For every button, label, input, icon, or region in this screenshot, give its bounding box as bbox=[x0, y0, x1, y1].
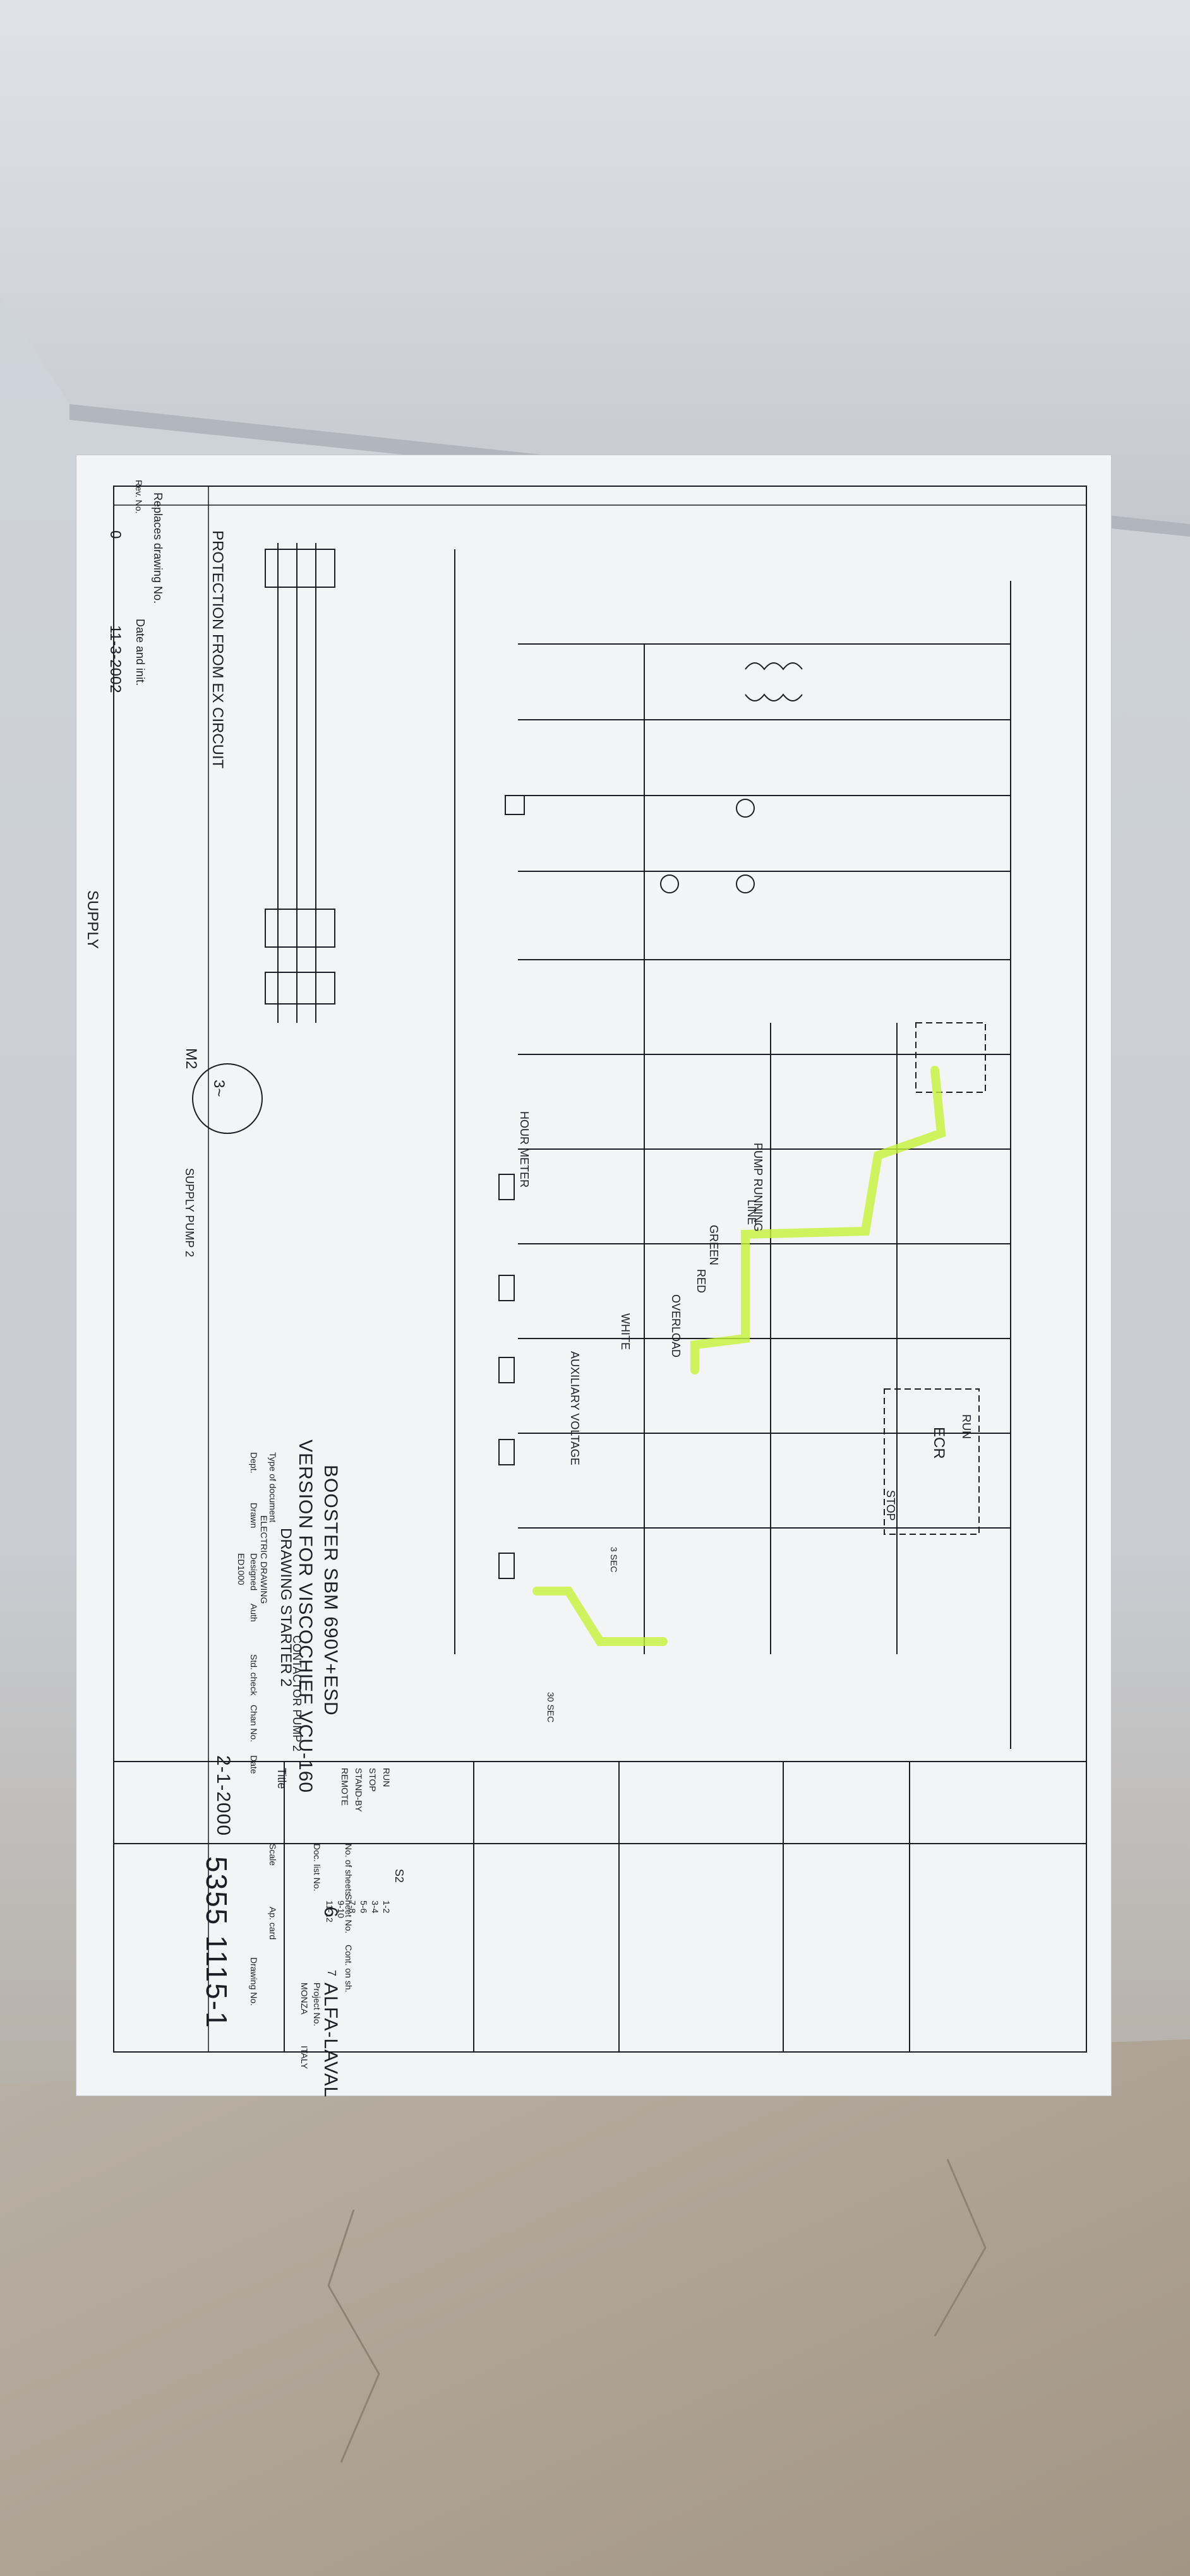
highlight-marks bbox=[532, 1066, 946, 1646]
city-label: MONZA bbox=[299, 1983, 310, 2015]
control-wiring bbox=[454, 549, 1011, 1749]
supply-pump2-label: SUPPLY PUMP 2 bbox=[183, 1168, 196, 1258]
app-card-label: Ap. card bbox=[268, 1907, 278, 1940]
date-init-label: Date and init. bbox=[134, 619, 147, 686]
s2-col-6: 11-12 bbox=[325, 1900, 335, 1923]
rev-date: 11-3-2002 bbox=[107, 625, 124, 693]
std-check-label: Std. check bbox=[249, 1654, 259, 1696]
scale-label: Scale bbox=[268, 1844, 278, 1866]
cont-value: 7 bbox=[325, 1970, 338, 1977]
s2-row-run: RUN bbox=[382, 1768, 392, 1787]
white-label: WHITE bbox=[619, 1313, 632, 1350]
pump-running-label: PUMP RUNNING bbox=[752, 1143, 764, 1232]
replaces-label: Replaces drawing No. bbox=[152, 492, 164, 604]
stop-label: STOP bbox=[884, 1490, 897, 1521]
s2-col-4: 7-8 bbox=[347, 1900, 358, 1914]
s2-row-standby: STAND-BY bbox=[354, 1768, 364, 1812]
title-label: Title bbox=[275, 1768, 288, 1789]
upper-page bbox=[0, 0, 1190, 524]
schematic-canvas bbox=[76, 455, 1112, 2096]
header-left-title: PROTECTION FROM EX CIRCUIT bbox=[209, 530, 226, 769]
title-block-frame bbox=[113, 1761, 1087, 2053]
country-label: ITALY bbox=[299, 2046, 310, 2069]
aux-voltage-label: AUXILIARY VOLTAGE bbox=[568, 1351, 581, 1465]
rev-label: Rev. No. bbox=[134, 480, 144, 514]
s2-row-stop: STOP bbox=[368, 1768, 378, 1792]
floor-crack bbox=[327, 2159, 987, 2463]
rev-number: 0 bbox=[107, 530, 124, 539]
run-label: RUN bbox=[960, 1414, 973, 1439]
motor-m2 bbox=[192, 1063, 263, 1134]
supply-label: SUPPLY bbox=[84, 890, 101, 949]
designed-value: ED1000 bbox=[236, 1553, 246, 1585]
relay-coils bbox=[498, 1174, 515, 1579]
cont-label: Cont. on sh. bbox=[344, 1945, 354, 1993]
red-label: RED bbox=[695, 1269, 707, 1294]
title-line2: VERSION FOR VISCOCHIEF VCU-160 bbox=[295, 1440, 316, 1794]
motor-label: M2 bbox=[183, 1048, 200, 1070]
designed-label: Designed bbox=[249, 1553, 259, 1591]
drawing-number: 5355 1115-1 bbox=[200, 1856, 233, 2029]
floor-surface bbox=[0, 2039, 1190, 2576]
date-value: 2-1-2000 bbox=[213, 1755, 234, 1837]
doc-type-value: ELECTRIC DRAWING bbox=[259, 1515, 269, 1604]
sec3-label: 3 SEC bbox=[609, 1547, 619, 1573]
title-line1: BOOSTER SBM 690V+ESD bbox=[320, 1465, 341, 1716]
auth-label: Auth bbox=[249, 1604, 259, 1622]
date-label: Date bbox=[249, 1755, 259, 1774]
doc-type-label: Type of document bbox=[268, 1452, 278, 1523]
dept-label: Dept. bbox=[249, 1452, 259, 1474]
s2-col-3: 5-6 bbox=[359, 1900, 369, 1914]
s2-col-5: 9-10 bbox=[336, 1900, 346, 1919]
drawing-sheet: PROTECTION FROM EX CIRCUIT Replaces draw… bbox=[76, 455, 1112, 2098]
title-line3: DRAWING STARTER 2 bbox=[277, 1528, 294, 1687]
ecr-label: ECR bbox=[930, 1427, 947, 1459]
sec30-label: 30 SEC bbox=[546, 1692, 556, 1723]
s2-row-remote: REMOTE bbox=[340, 1768, 350, 1806]
overload-label: OVERLOAD bbox=[670, 1294, 682, 1358]
supply-bus bbox=[265, 543, 335, 1023]
s2-header: S2 bbox=[393, 1869, 406, 1883]
company-name: ALFA-LAVAL bbox=[320, 1983, 341, 2098]
indicator-lamps bbox=[505, 795, 755, 893]
drawing-no-label: Drawing No. bbox=[249, 1957, 259, 2007]
drawn-label: Drawn bbox=[249, 1503, 259, 1529]
green-label: GREEN bbox=[707, 1225, 720, 1266]
hour-meter-label: HOUR METER bbox=[518, 1111, 531, 1188]
chan-no-label: Chan No. bbox=[249, 1705, 259, 1743]
s2-col-1: 1-2 bbox=[382, 1900, 392, 1914]
motor-phase-label: 3~ bbox=[210, 1080, 227, 1097]
s2-table: S2 RUN STOP STAND-BY REMOTE 1-2 3-4 5-6 … bbox=[310, 1768, 406, 1932]
s2-col-2: 3-4 bbox=[370, 1900, 380, 1914]
project-label: Project No. bbox=[312, 1983, 322, 2027]
